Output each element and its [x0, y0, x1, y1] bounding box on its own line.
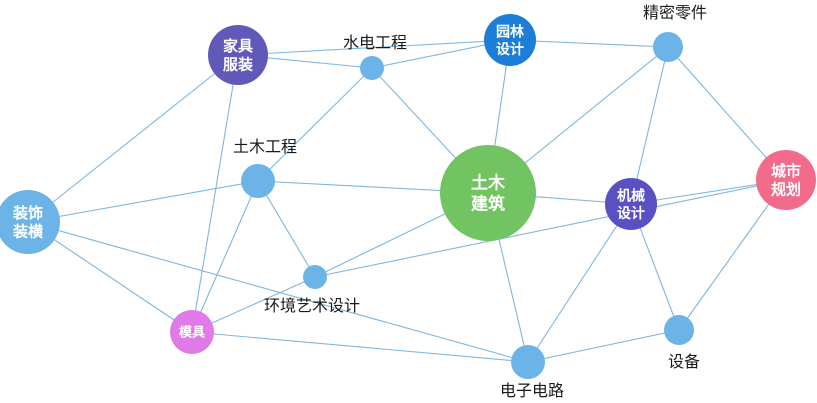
graph-node-shuidian-gongcheng[interactable] [360, 56, 384, 80]
edges-layer [27, 39, 787, 363]
graph-node-tumu-jianzhu[interactable] [440, 145, 536, 241]
graph-node-dianzi-dianlu[interactable] [511, 345, 545, 379]
graph-node-label-chengshi-guihua: 城市规划 [771, 162, 801, 199]
graph-edge [527, 329, 680, 363]
graph-node-label-huanjing-yishu-sheji: 环境艺术设计 [264, 296, 360, 315]
graph-node-label-tumu-gongcheng: 土木工程 [233, 137, 297, 156]
graph-node-label-muju: 模具 [179, 325, 205, 341]
graph-node-label-tumu-jianzhu: 土木建筑 [471, 173, 506, 215]
graph-node-tumu-gongcheng[interactable] [241, 164, 275, 198]
graph-node-huanjing-yishu-sheji[interactable] [303, 265, 327, 289]
graph-node-label-jixie-sheji: 机械设计 [617, 187, 645, 221]
graph-edge [527, 203, 632, 363]
graph-node-chengshi-guihua[interactable] [756, 150, 816, 210]
graph-node-label-shebei: 设备 [668, 352, 700, 371]
graph-edge [257, 67, 373, 182]
graph-edge [191, 276, 316, 333]
graph-edge [630, 46, 669, 205]
graph-node-label-shuidian-gongcheng: 水电工程 [343, 33, 407, 52]
graph-node-muju[interactable] [170, 310, 214, 354]
graph-node-yuanlin-sheji[interactable] [484, 14, 536, 66]
graph-edge [27, 54, 239, 223]
graph-edge [237, 39, 511, 56]
graph-node-jiaju-fuzhuang[interactable] [208, 25, 268, 85]
graph-edge [678, 179, 787, 331]
graph-node-zhuangshi-zhuangheng[interactable] [0, 190, 60, 254]
graph-node-shebei[interactable] [664, 315, 694, 345]
graph-edge [191, 331, 529, 363]
graph-node-label-yuanlin-sheji: 园林设计 [496, 23, 524, 57]
graph-node-label-zhuangshi-zhuangheng: 装饰装横 [12, 204, 44, 241]
graph-node-jingmi-lingjian[interactable] [653, 32, 683, 62]
graph-edge [27, 221, 529, 363]
graph-edge [509, 39, 669, 48]
graph-node-jixie-sheji[interactable] [605, 178, 657, 230]
graph-edge [314, 179, 787, 278]
graph-edge [257, 180, 316, 278]
nodes-layer [0, 14, 816, 379]
graph-node-label-dianzi-dianlu: 电子电路 [500, 381, 564, 400]
graph-node-label-jingmi-lingjian: 精密零件 [643, 3, 707, 22]
graph-edge [191, 180, 259, 333]
graph-node-label-jiaju-fuzhuang: 家具服装 [223, 37, 254, 74]
graph-edge [191, 54, 239, 333]
graph-edge [27, 180, 259, 223]
graph-edge [27, 221, 193, 333]
